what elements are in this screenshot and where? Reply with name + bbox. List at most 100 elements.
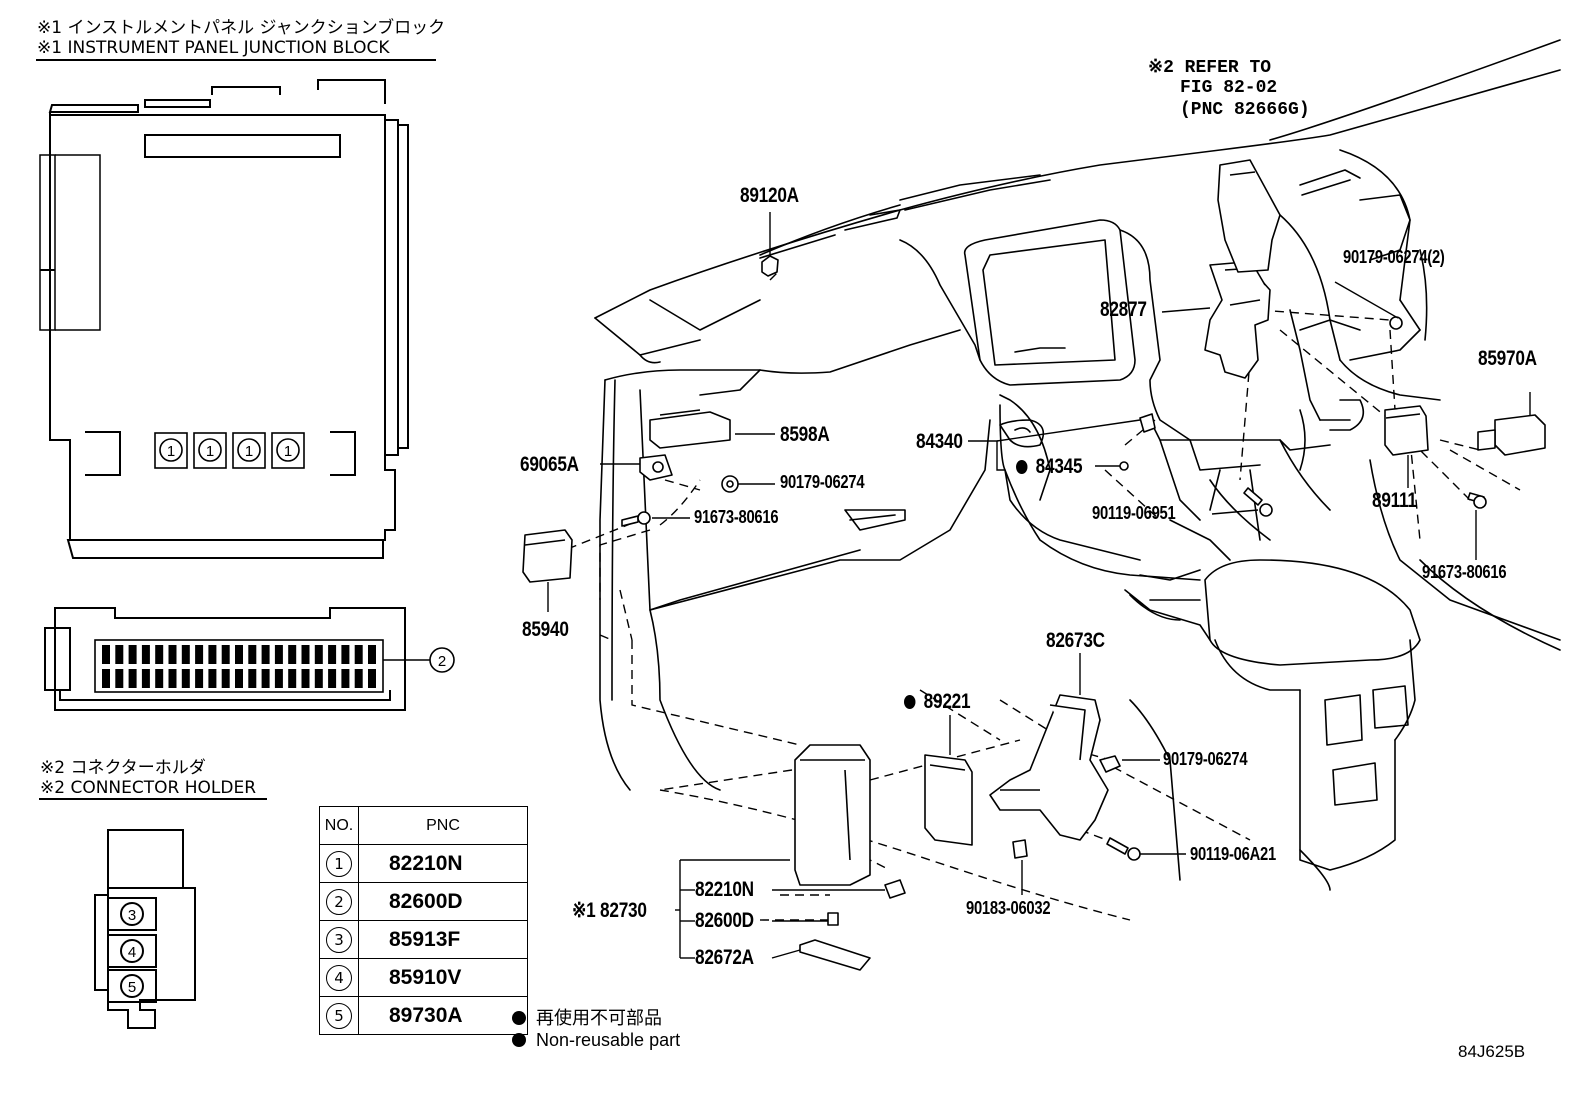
table-row: 5 89730A	[319, 996, 528, 1035]
part-label-90179-06274-a[interactable]: 90179-06274	[780, 472, 865, 492]
connector-pin	[141, 645, 150, 664]
connector-pin	[328, 645, 337, 664]
connector-pin	[261, 669, 270, 688]
legend-ja-text: 再使用不可部品	[536, 1008, 662, 1028]
part-label-69065A[interactable]: 69065A	[520, 453, 579, 476]
table-header-no: NO.	[319, 806, 359, 845]
jb-marker-1b: 1	[206, 443, 214, 460]
connector-pin	[221, 645, 230, 664]
connector-pin	[301, 669, 310, 688]
junction-block-title-en: ※1 INSTRUMENT PANEL JUNCTION BLOCK	[37, 38, 390, 58]
jb-marker-1a: 1	[167, 443, 175, 460]
part-label-84340[interactable]: 84340	[916, 430, 963, 453]
part-label-82672A[interactable]: 82672A	[695, 946, 754, 969]
part-label-82600D[interactable]: 82600D	[695, 909, 754, 932]
connector-pin	[128, 669, 137, 688]
part-label-90179-06274-b[interactable]: 90179-06274	[1163, 749, 1248, 769]
row-pnc: 89730A	[358, 996, 528, 1035]
connector-pin	[274, 645, 283, 664]
row-number: 5	[326, 1002, 352, 1029]
part-label-90183-06032[interactable]: 90183-06032	[966, 898, 1051, 918]
non-reusable-dot	[904, 695, 916, 709]
connector-pin	[341, 645, 350, 664]
connector-pin	[235, 645, 243, 664]
connector-pin	[208, 645, 217, 664]
connector-pin	[274, 669, 283, 688]
connector-pin	[368, 645, 376, 664]
connector-pin	[221, 669, 230, 688]
part-label-82730[interactable]: ※1 82730	[572, 899, 647, 922]
holder-marker-3: 3	[128, 907, 136, 924]
part-label-82210N[interactable]: 82210N	[695, 878, 754, 901]
connector-pin	[261, 645, 270, 664]
part-label-82877[interactable]: 82877	[1100, 298, 1147, 321]
connector-pin	[288, 669, 297, 688]
row-pnc: 85910V	[358, 958, 528, 997]
part-label-90179-06274-2[interactable]: 90179-06274(2)	[1343, 247, 1445, 267]
row-number: 2	[326, 888, 352, 915]
pnc-table: NO. PNC 1 82210N 2 82600D 3 85913F 4 859…	[319, 806, 528, 1035]
connector-pin	[155, 645, 164, 664]
connector-pin	[168, 645, 177, 664]
part-label-90119-06951[interactable]: 90119-06951	[1092, 503, 1176, 523]
legend-ja: 再使用不可部品	[512, 1004, 662, 1030]
jb-marker-2: 2	[438, 653, 446, 670]
junction-block-title-ja: ※1 インストルメントパネル ジャンクションブロック	[37, 18, 446, 38]
connector-pin	[195, 645, 204, 664]
table-row: 4 85910V	[319, 958, 528, 997]
connector-pin	[181, 645, 190, 664]
part-label-85940[interactable]: 85940	[522, 618, 569, 641]
connector-pin	[248, 669, 257, 688]
part-label-8598A[interactable]: 8598A	[780, 423, 830, 446]
part-label-90119-06A21[interactable]: 90119-06A21	[1190, 844, 1276, 864]
part-label-89221-text: 89221	[923, 690, 971, 713]
part-label-85970A[interactable]: 85970A	[1478, 347, 1537, 370]
refer-note-line1: ※2 REFER TO	[1148, 58, 1272, 78]
connector-pin	[301, 645, 310, 664]
connector-pin	[128, 645, 137, 664]
connector-pin	[155, 669, 164, 688]
holder-marker-4: 4	[128, 944, 136, 961]
part-label-89120A[interactable]: 89120A	[740, 184, 799, 207]
holder-title-underline	[39, 798, 267, 800]
connector-pin	[115, 645, 124, 664]
connector-pin	[341, 669, 350, 688]
table-header-pnc: PNC	[358, 806, 528, 845]
connector-pin	[141, 669, 150, 688]
part-label-91673-80616-b[interactable]: 91673-80616	[1422, 562, 1507, 582]
connector-pin	[181, 669, 190, 688]
connector-pin	[368, 669, 376, 688]
junction-block-drawing: 1 1 1 1 2 3 4 5	[39, 79, 455, 1029]
connector-pin	[248, 645, 257, 664]
connector-pin	[102, 645, 110, 664]
holder-marker-5: 5	[128, 979, 136, 996]
part-label-89111[interactable]: 89111	[1372, 489, 1417, 512]
title-underline	[36, 59, 436, 61]
jb-marker-1d: 1	[284, 443, 292, 460]
connector-pin	[208, 669, 217, 688]
legend-dot-icon	[512, 1033, 526, 1047]
row-pnc: 82210N	[358, 844, 528, 883]
part-label-91673-80616-a[interactable]: 91673-80616	[694, 507, 779, 527]
part-label-82673C[interactable]: 82673C	[1046, 629, 1105, 652]
connector-pin	[102, 669, 110, 688]
legend-dot-icon	[512, 1011, 526, 1025]
connector-pin	[328, 669, 337, 688]
refer-note-line3: (PNC 82666G)	[1180, 100, 1310, 120]
non-reusable-dot	[1016, 460, 1028, 474]
row-number: 1	[326, 850, 352, 877]
connector-pin	[354, 669, 363, 688]
connector-pin	[168, 669, 177, 688]
connector-pin	[235, 669, 243, 688]
table-row: 2 82600D	[319, 882, 528, 921]
legend-en-text: Non-reusable part	[536, 1030, 681, 1050]
part-label-89221[interactable]: 89221	[904, 690, 971, 714]
part-label-84345[interactable]: 84345	[1016, 455, 1083, 479]
connector-pin	[354, 645, 363, 664]
legend-en: Non-reusable part	[512, 1030, 680, 1051]
refer-note-line2: FIG 82-02	[1180, 78, 1278, 98]
row-number: 4	[326, 964, 352, 991]
figure-code: 84J625B	[1458, 1042, 1526, 1061]
connector-pin	[314, 669, 323, 688]
